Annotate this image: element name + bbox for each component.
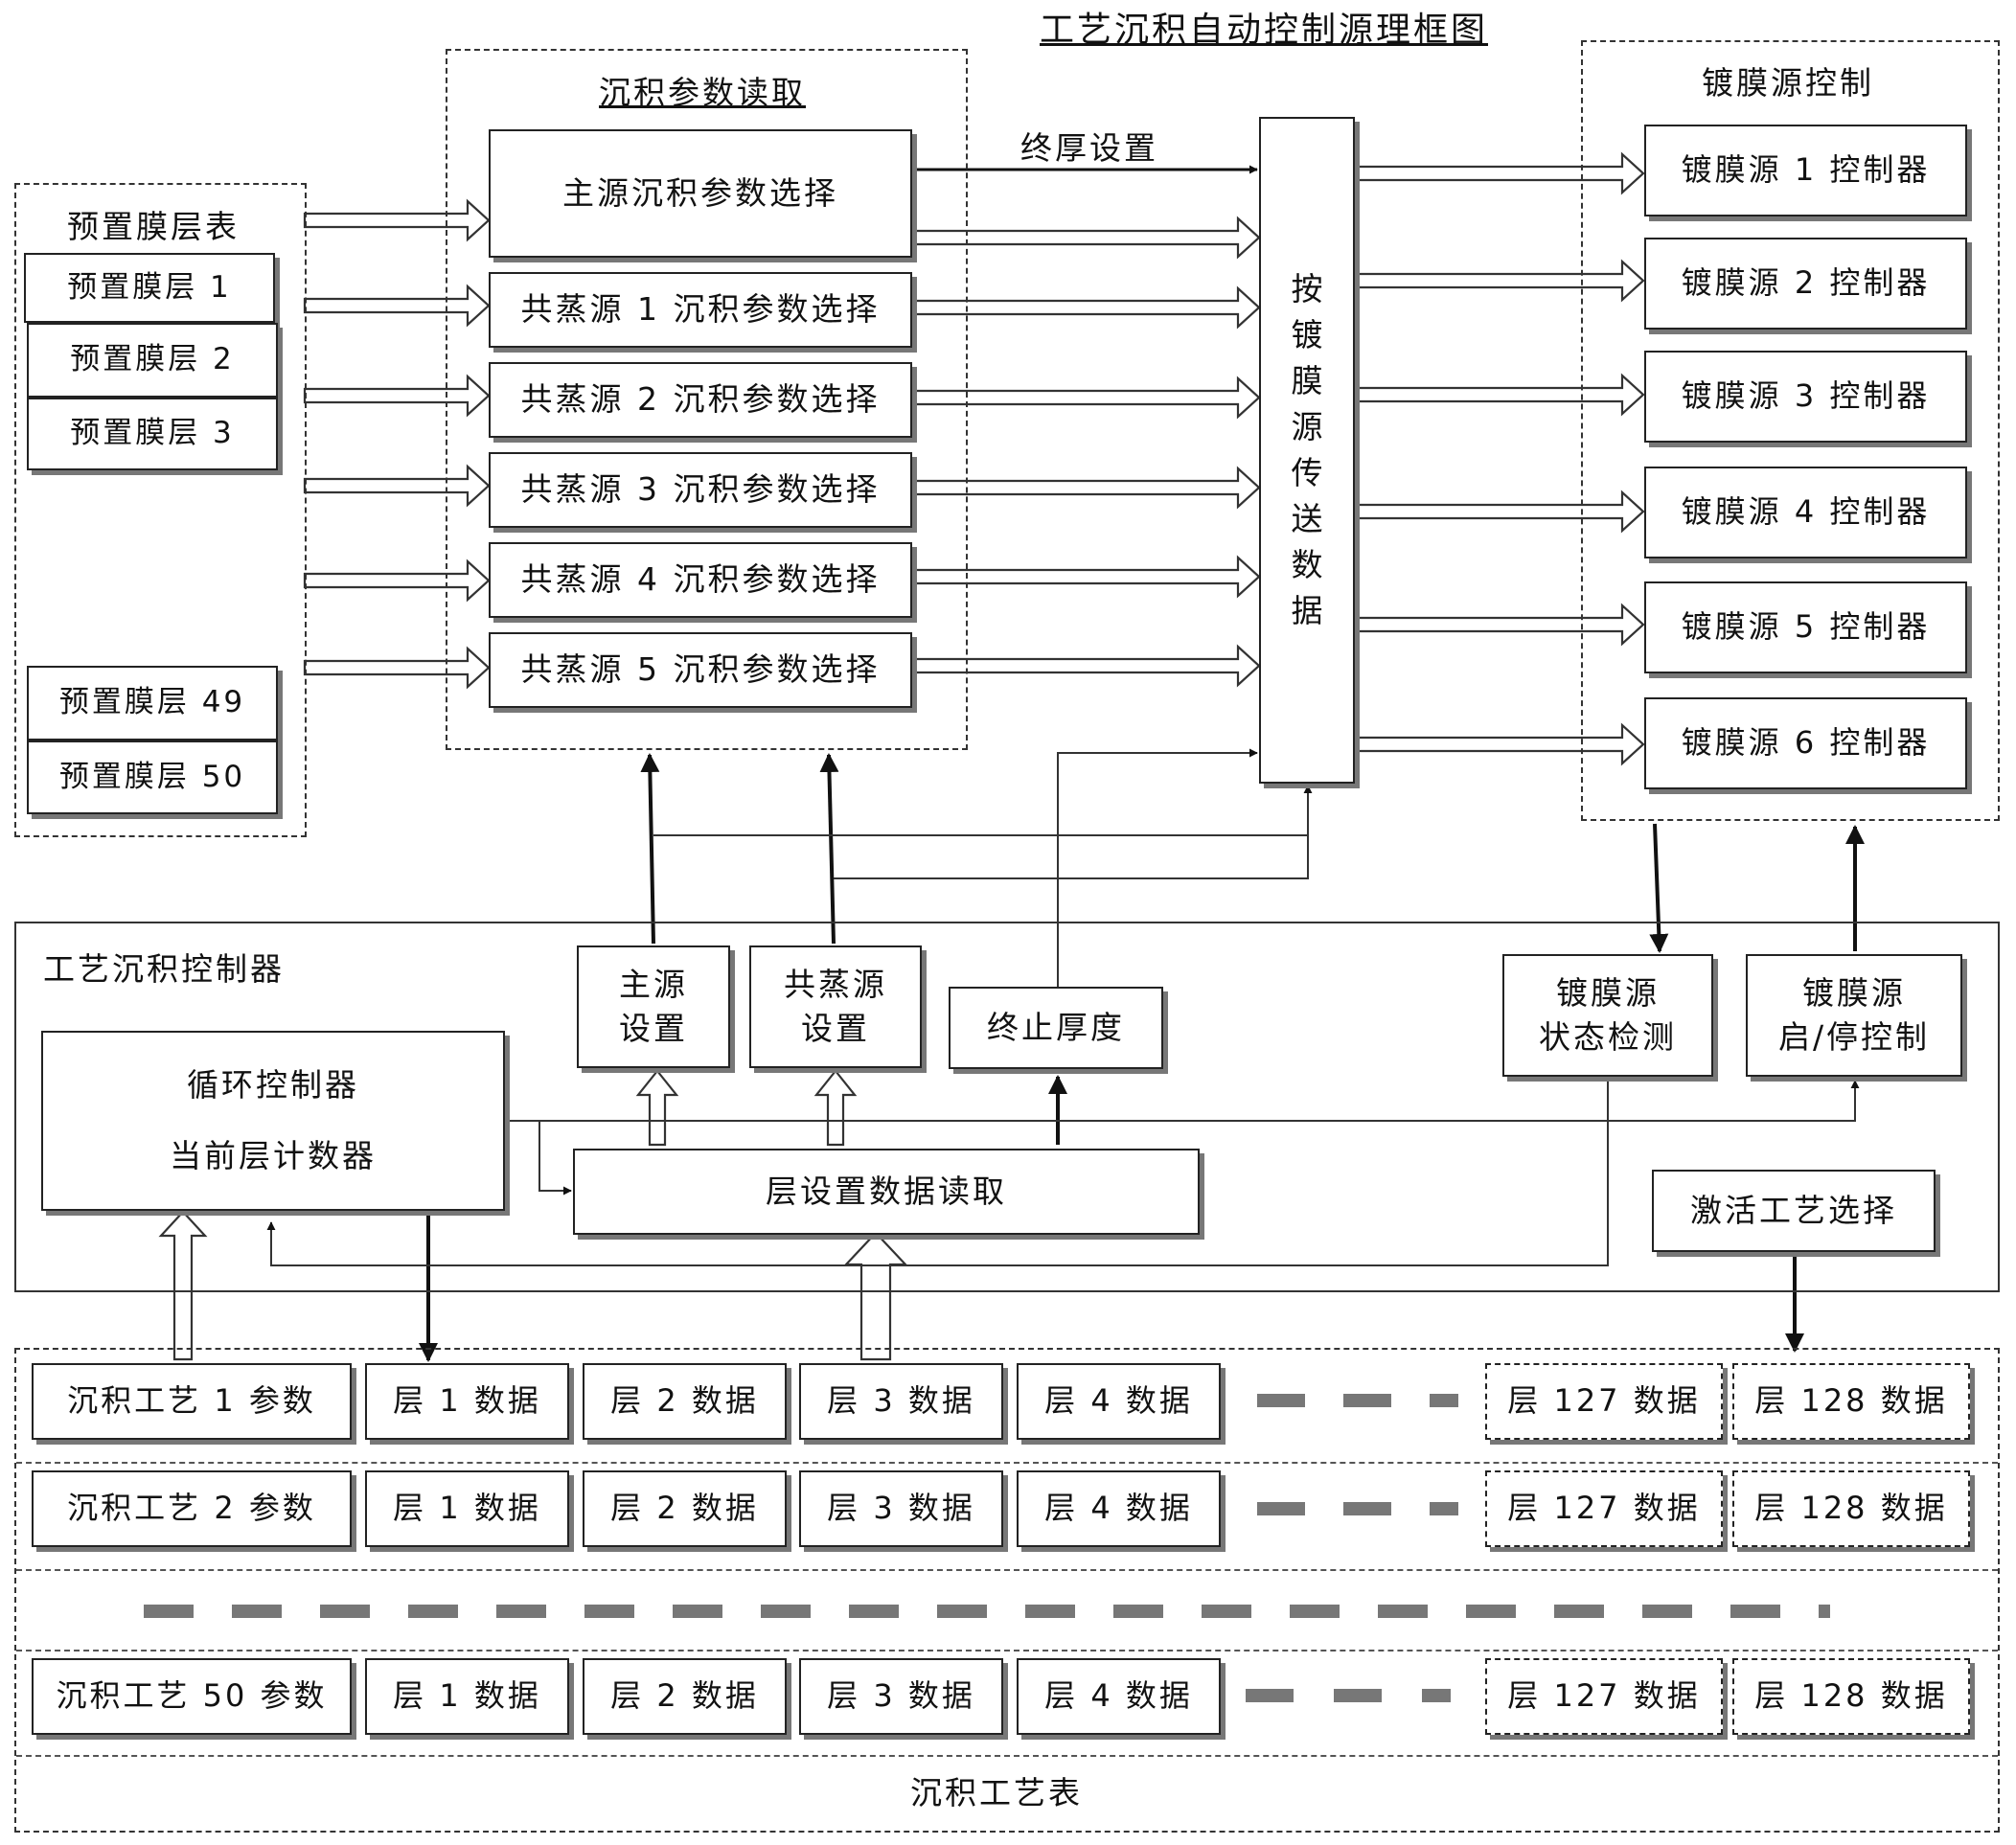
diagram-title: 工艺沉积自动控制源理框图 [1040,11,1489,50]
activate-process-select[interactable]: 激活工艺选择 [1652,1170,1936,1252]
stop-thickness-box[interactable]: 终止厚度 [949,987,1163,1069]
hollow-arrows-params-to-transfer [910,216,1261,688]
ellipsis-dash [1257,1502,1305,1515]
row-divider [16,1462,1998,1464]
controller-title: 工艺沉积控制器 [43,950,285,988]
process-1-layer-2-data[interactable]: 层 2 数据 [583,1363,787,1440]
transfer-char: 源 [1291,408,1323,445]
process-deposition-controller-region [14,922,2000,1292]
source-start-stop-control[interactable]: 镀膜源 启/停控制 [1746,954,1962,1077]
status-detect-line2: 状态检测 [1539,1018,1677,1056]
ellipsis-dash [1430,1502,1458,1515]
process-50-layer-4-data[interactable]: 层 4 数据 [1017,1658,1221,1735]
row-ellipsis [144,1605,1830,1618]
preset-layer-table [14,183,307,837]
process-1-layer-127-data[interactable]: 层 127 数据 [1485,1363,1723,1440]
co-source-setting-line1: 共蒸源 [784,966,887,1003]
source-5-controller[interactable]: 镀膜源 5 控制器 [1644,581,1967,673]
source-control-region [1581,40,2000,821]
source-status-detect[interactable]: 镀膜源 状态检测 [1502,954,1713,1077]
transfer-char: 送 [1291,500,1323,537]
row-divider [16,1569,1998,1571]
co-source-setting-line2: 设置 [801,1010,870,1047]
process-2-layer-3-data[interactable]: 层 3 数据 [799,1470,1003,1547]
main-source-setting-line1: 主源 [619,966,688,1003]
ellipsis-dash [1257,1394,1305,1407]
loop-controller-box[interactable]: 循环控制器 当前层计数器 [41,1031,505,1211]
ellipsis-dash [1343,1502,1391,1515]
source-2-controller[interactable]: 镀膜源 2 控制器 [1644,238,1967,330]
process-2-layer-127-data[interactable]: 层 127 数据 [1485,1470,1723,1547]
process-2-layer-4-data[interactable]: 层 4 数据 [1017,1470,1221,1547]
process-2-params[interactable]: 沉积工艺 2 参数 [32,1470,352,1547]
ellipsis-dash [1334,1689,1382,1702]
ellipsis-dash [1422,1689,1451,1702]
process-1-layer-3-data[interactable]: 层 3 数据 [799,1363,1003,1440]
preset-layer-1[interactable]: 预置膜层 1 [24,253,275,323]
ellipsis-dash [1343,1394,1391,1407]
process-50-layer-128-data[interactable]: 层 128 数据 [1732,1658,1970,1735]
co-source-2-param-select[interactable]: 共蒸源 2 沉积参数选择 [489,362,912,438]
deposition-param-read-region [446,49,968,750]
row-divider [16,1650,1998,1651]
hollow-arrows-preset-to-params [303,198,491,690]
status-detect-line1: 镀膜源 [1556,974,1660,1012]
co-source-5-param-select[interactable]: 共蒸源 5 沉积参数选择 [489,632,912,708]
ellipsis-dash [1430,1394,1458,1407]
source-control-title: 镀膜源控制 [1702,64,1874,102]
row-divider [16,1755,1998,1757]
start-stop-line2: 启/停控制 [1777,1018,1931,1056]
solid-connectors [419,165,1865,1362]
process-50-params[interactable]: 沉积工艺 50 参数 [32,1658,352,1735]
deposition-process-table [14,1348,2000,1833]
main-source-param-select[interactable]: 主源沉积参数选择 [489,129,912,258]
transfer-char: 数 [1291,546,1323,583]
final-thickness-setting-label: 终厚设置 [1020,129,1158,167]
main-source-setting[interactable]: 主源 设置 [577,945,730,1068]
source-6-controller[interactable]: 镀膜源 6 控制器 [1644,697,1967,789]
transfer-char: 膜 [1291,362,1323,399]
preset-layer-2[interactable]: 预置膜层 2 [27,323,278,398]
ellipsis-dash [1246,1689,1294,1702]
process-1-layer-4-data[interactable]: 层 4 数据 [1017,1363,1221,1440]
process-50-layer-2-data[interactable]: 层 2 数据 [583,1658,787,1735]
process-1-params[interactable]: 沉积工艺 1 参数 [32,1363,352,1440]
start-stop-line1: 镀膜源 [1802,974,1906,1012]
process-table-title: 沉积工艺表 [910,1774,1083,1811]
co-source-4-param-select[interactable]: 共蒸源 4 沉积参数选择 [489,542,912,618]
process-2-layer-2-data[interactable]: 层 2 数据 [583,1470,787,1547]
loop-controller-label: 循环控制器 [187,1065,359,1104]
thin-connectors [266,748,1860,1266]
param-read-title: 沉积参数读取 [599,74,806,111]
preset-layer-49[interactable]: 预置膜层 49 [27,666,278,740]
source-4-controller[interactable]: 镀膜源 4 控制器 [1644,467,1967,558]
preset-table-title: 预置膜层表 [67,208,240,245]
transfer-char: 镀 [1291,316,1323,353]
main-source-setting-line2: 设置 [619,1010,688,1047]
process-50-layer-127-data[interactable]: 层 127 数据 [1485,1658,1723,1735]
process-2-layer-1-data[interactable]: 层 1 数据 [365,1470,569,1547]
transfer-by-source-box: 按 镀 膜 源 传 送 数 据 [1259,117,1355,784]
co-source-3-param-select[interactable]: 共蒸源 3 沉积参数选择 [489,452,912,528]
process-50-layer-1-data[interactable]: 层 1 数据 [365,1658,569,1735]
transfer-char: 按 [1291,270,1323,308]
process-50-layer-3-data[interactable]: 层 3 数据 [799,1658,1003,1735]
layer-setting-data-read[interactable]: 层设置数据读取 [573,1149,1200,1235]
co-source-setting[interactable]: 共蒸源 设置 [749,945,922,1068]
preset-layer-3[interactable]: 预置膜层 3 [27,398,278,470]
hollow-arrows-transfer-to-controllers [1353,151,1645,766]
transfer-char: 传 [1291,454,1323,491]
preset-layer-50[interactable]: 预置膜层 50 [27,740,278,814]
layer-counter-label: 当前层计数器 [170,1136,377,1174]
co-source-1-param-select[interactable]: 共蒸源 1 沉积参数选择 [489,272,912,348]
process-1-layer-1-data[interactable]: 层 1 数据 [365,1363,569,1440]
transfer-char: 据 [1291,592,1323,629]
source-1-controller[interactable]: 镀膜源 1 控制器 [1644,125,1967,216]
process-1-layer-128-data[interactable]: 层 128 数据 [1732,1363,1970,1440]
process-2-layer-128-data[interactable]: 层 128 数据 [1732,1470,1970,1547]
source-3-controller[interactable]: 镀膜源 3 控制器 [1644,351,1967,443]
